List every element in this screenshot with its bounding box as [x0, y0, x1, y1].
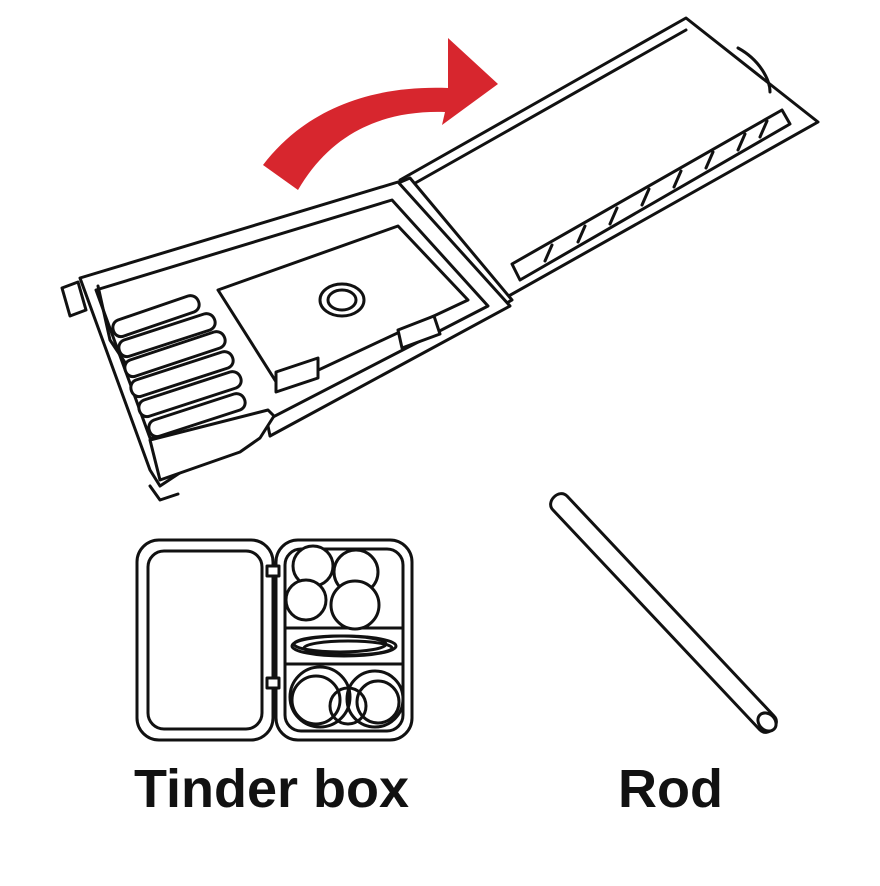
tray-stored-items [111, 294, 247, 439]
curved-open-arrow-icon [263, 38, 498, 190]
tinder-box-label: Tinder box [134, 759, 410, 819]
tinder-box-lid [135, 538, 275, 742]
rod [549, 492, 778, 734]
string-coil [290, 634, 398, 658]
rubber-bands [288, 665, 405, 729]
cotton-balls [284, 544, 381, 631]
tinder-box [135, 538, 414, 742]
rod-label: Rod [618, 759, 723, 819]
